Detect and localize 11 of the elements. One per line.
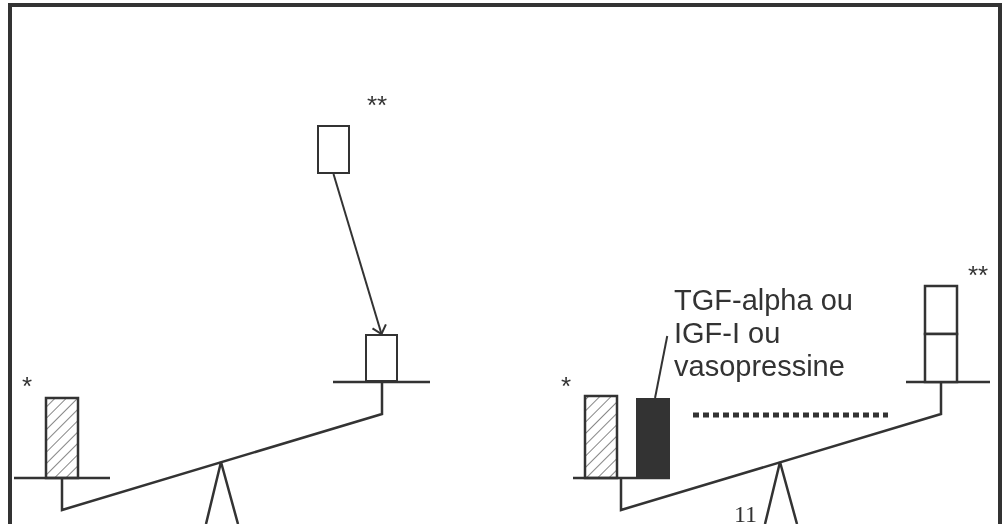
annotation-text: TGF-alpha ou IGF-I ou vasopressine bbox=[674, 284, 854, 383]
arrow bbox=[332, 173, 387, 335]
double-asterisk: ** bbox=[968, 262, 989, 288]
solid-weight bbox=[636, 398, 670, 478]
asterisk: * bbox=[561, 373, 572, 399]
number-label: 11 bbox=[734, 502, 758, 524]
weight-block bbox=[365, 334, 398, 382]
leader-line bbox=[654, 335, 669, 399]
weight-block bbox=[317, 125, 350, 174]
asterisk: * bbox=[22, 373, 33, 399]
double-asterisk: ** bbox=[367, 92, 388, 118]
